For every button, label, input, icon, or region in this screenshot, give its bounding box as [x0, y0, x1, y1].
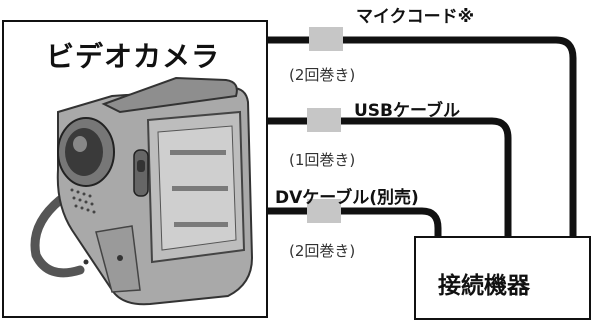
device-title: 接続機器 [438, 273, 530, 299]
dv-cable-winding: (2回巻き) [289, 242, 356, 260]
camcorder-top [101, 76, 238, 114]
mic-cord-line [268, 36, 577, 240]
mic-cord-label: マイクコード※ [356, 7, 475, 27]
lens-glass [65, 128, 103, 176]
microphone-grille [70, 188, 96, 214]
dv-cable-label: DVケーブル(別売) [275, 188, 419, 208]
usb-ferrite-core [307, 108, 341, 132]
camera-title: ビデオカメラ [46, 40, 221, 73]
usb-cable-line [268, 117, 512, 240]
mic-cord-winding: (2回巻き) [289, 66, 356, 84]
mic-ferrite-core [309, 27, 343, 51]
mode-switch [133, 149, 149, 197]
dv-cable-line [268, 207, 442, 240]
device-box [414, 236, 591, 320]
usb-cable-label: USBケーブル [354, 101, 460, 121]
dv-ferrite-core [307, 199, 341, 223]
usb-cable-winding: (1回巻き) [289, 151, 356, 169]
hand-strap [30, 195, 85, 278]
